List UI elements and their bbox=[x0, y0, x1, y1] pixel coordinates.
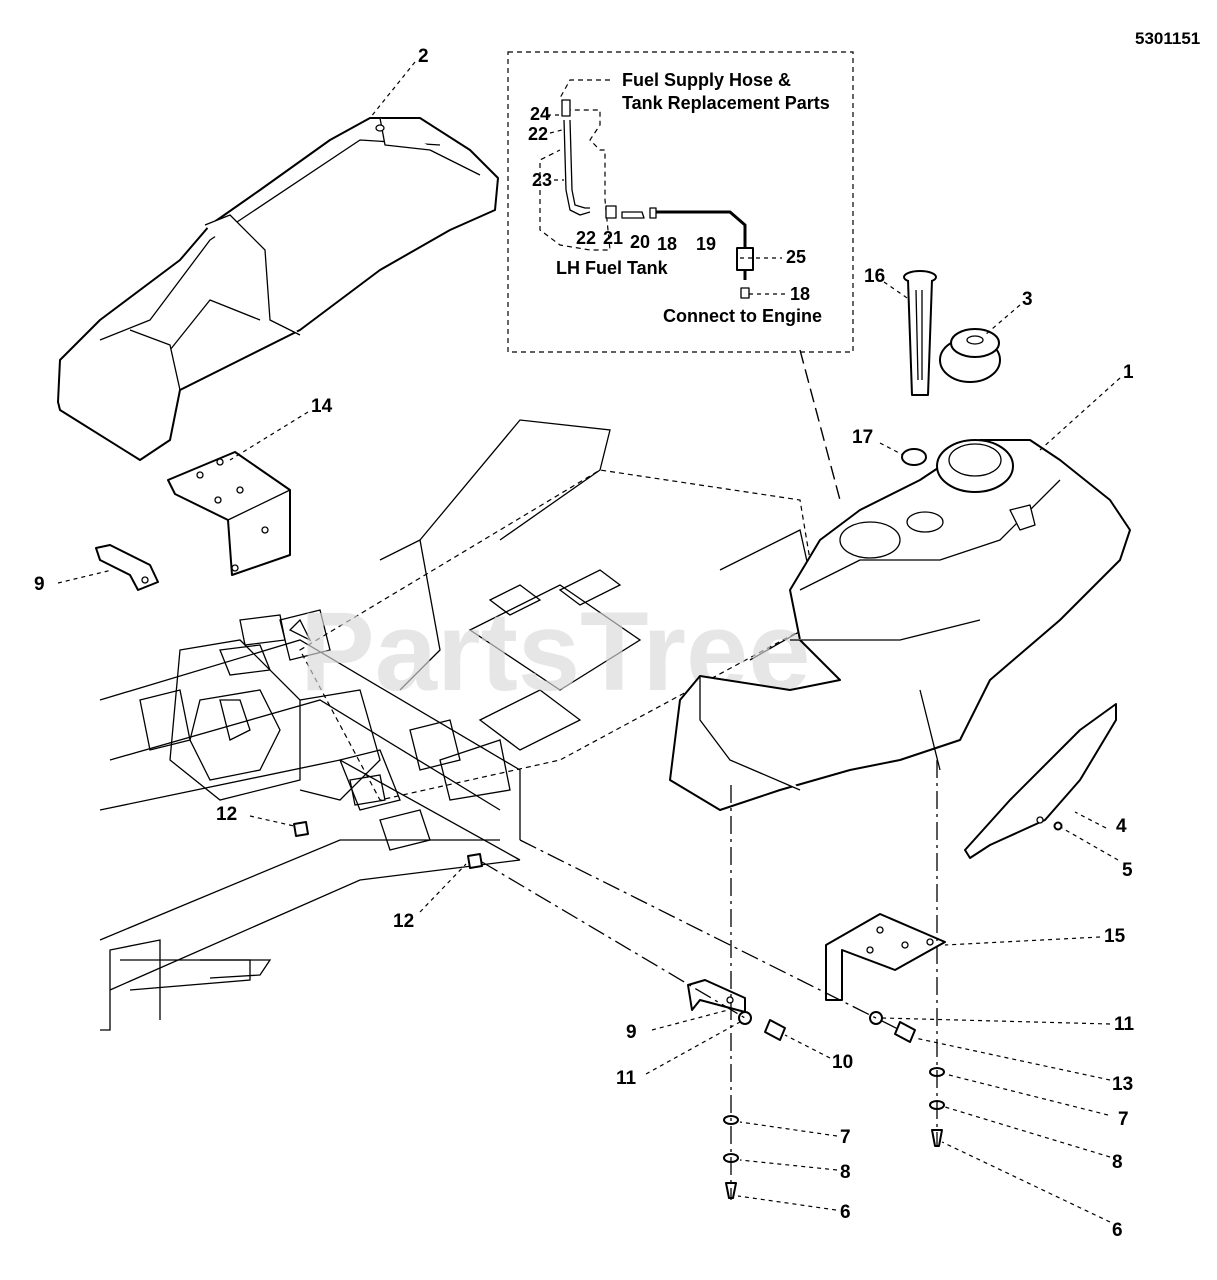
callout-6-right: 6 bbox=[1112, 1220, 1123, 1241]
inset-border bbox=[507, 51, 854, 353]
part-2-lh-fender-tank bbox=[57, 117, 499, 461]
callout-8-right: 8 bbox=[1112, 1152, 1123, 1173]
callout-7-right: 7 bbox=[1118, 1109, 1129, 1130]
inset-callout-18-bottom: 18 bbox=[790, 284, 810, 304]
inset-callout-22-bottom: 22 bbox=[576, 228, 596, 248]
assembly-lines bbox=[481, 349, 938, 1200]
part-13-bolt bbox=[894, 1021, 916, 1043]
chassis-frame bbox=[99, 419, 821, 1031]
part-4-splash-guard bbox=[964, 703, 1117, 859]
callout-17: 17 bbox=[852, 427, 873, 448]
callout-5: 5 bbox=[1122, 860, 1133, 881]
part-11-washer-lower bbox=[738, 1011, 752, 1025]
callout-10: 10 bbox=[832, 1052, 853, 1073]
callout-11-right: 11 bbox=[1114, 1014, 1135, 1035]
part-10-bolt bbox=[764, 1019, 786, 1041]
callout-numbers: 2 16 3 1 17 14 9 4 5 12 12 15 9 11 11 10… bbox=[34, 46, 1135, 1241]
part-15-bracket bbox=[825, 913, 946, 1001]
inset-callout-23: 23 bbox=[532, 170, 552, 190]
callout-4: 4 bbox=[1116, 816, 1127, 837]
part-9-small-bracket-lower bbox=[687, 979, 746, 1013]
inset-callout-21: 21 bbox=[603, 228, 623, 248]
part-17-grommet bbox=[901, 448, 927, 466]
part-11-washer-right bbox=[869, 1011, 883, 1025]
part-16-fuel-gauge bbox=[903, 270, 937, 396]
inset-engine-label: Connect to Engine bbox=[663, 306, 822, 326]
callout-leaders bbox=[57, 61, 1121, 1223]
part-1-rh-fender-tank bbox=[669, 439, 1131, 811]
inset-tank-label: LH Fuel Tank bbox=[556, 258, 669, 278]
inset-callout-18-top: 18 bbox=[657, 234, 677, 254]
part-12-nut-left bbox=[293, 821, 309, 837]
callout-12-left: 12 bbox=[216, 804, 237, 825]
callout-2: 2 bbox=[418, 46, 429, 67]
inset-callout-22-top: 22 bbox=[528, 124, 548, 144]
callout-1: 1 bbox=[1123, 362, 1134, 383]
callout-9-upper: 9 bbox=[34, 574, 45, 595]
part-12-nut-lower bbox=[467, 853, 483, 869]
fuel-supply-inset: Fuel Supply Hose & Tank Replacement Part… bbox=[507, 51, 854, 353]
inset-callout-25: 25 bbox=[786, 247, 806, 267]
callout-15: 15 bbox=[1104, 926, 1126, 947]
inset-callout-20: 20 bbox=[630, 232, 650, 252]
inset-callout-19: 19 bbox=[696, 234, 716, 254]
part-9-small-bracket-left bbox=[95, 544, 159, 591]
part-14-bracket bbox=[167, 451, 291, 576]
inset-title-line1: Fuel Supply Hose & bbox=[622, 70, 791, 90]
callout-6-left: 6 bbox=[840, 1202, 851, 1223]
callout-13: 13 bbox=[1112, 1074, 1133, 1095]
part-5-screw bbox=[1053, 821, 1063, 831]
callout-3: 3 bbox=[1022, 289, 1033, 310]
inset-callout-24: 24 bbox=[530, 104, 550, 124]
callout-11-lower: 11 bbox=[616, 1068, 637, 1089]
callout-16: 16 bbox=[864, 266, 885, 287]
part-3-fuel-cap bbox=[939, 328, 1001, 383]
callout-9-lower: 9 bbox=[626, 1022, 637, 1043]
document-number: 5301151 bbox=[1135, 29, 1200, 48]
callout-14: 14 bbox=[311, 396, 333, 417]
inset-title-line2: Tank Replacement Parts bbox=[622, 93, 830, 113]
callout-7-left: 7 bbox=[840, 1127, 851, 1148]
callout-8-left: 8 bbox=[840, 1162, 851, 1183]
callout-12-lower: 12 bbox=[393, 911, 414, 932]
